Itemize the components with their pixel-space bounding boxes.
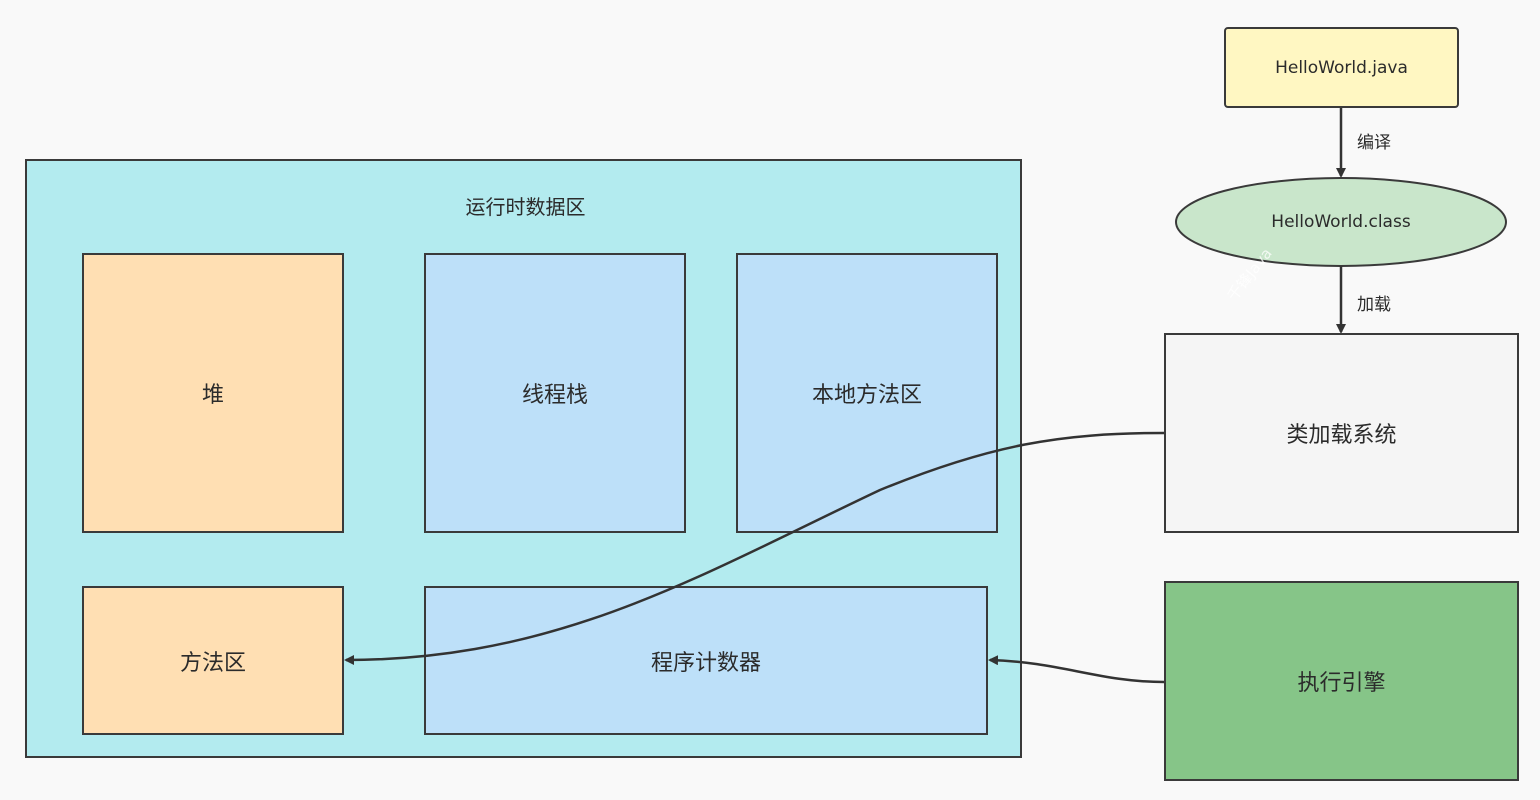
source-file-box: HelloWorld.java: [1224, 27, 1459, 108]
native-method-area-box: 本地方法区: [736, 253, 998, 533]
program-counter-box: 程序计数器: [424, 586, 988, 735]
load-label: 加载: [1357, 295, 1391, 315]
engine-to-program-counter-arrow: [988, 655, 1165, 684]
class-loader-system-label: 类加载系统: [1286, 423, 1397, 448]
class-loader-system-box: 类加载系统: [1164, 333, 1519, 533]
heap-box: 堆: [82, 253, 344, 533]
runtime-data-area-title: 运行时数据区: [465, 195, 586, 219]
method-area-label: 方法区: [179, 650, 246, 676]
native-method-area-label: 本地方法区: [811, 383, 922, 408]
heap-label: 堆: [201, 383, 224, 408]
thread-stack-label: 线程栈: [521, 383, 588, 408]
execution-engine-box: 执行引擎: [1164, 581, 1519, 781]
execution-engine-label: 执行引擎: [1297, 671, 1386, 696]
compile-label: 编译: [1357, 133, 1391, 153]
thread-stack-box: 线程栈: [424, 253, 686, 533]
loader-to-method-area-arrow: [344, 431, 1165, 665]
program-counter-label: 程序计数器: [650, 650, 761, 676]
class-file-label: HelloWorld.class: [1271, 212, 1411, 232]
method-area-box: 方法区: [82, 586, 344, 735]
source-file-label: HelloWorld.java: [1275, 57, 1408, 78]
